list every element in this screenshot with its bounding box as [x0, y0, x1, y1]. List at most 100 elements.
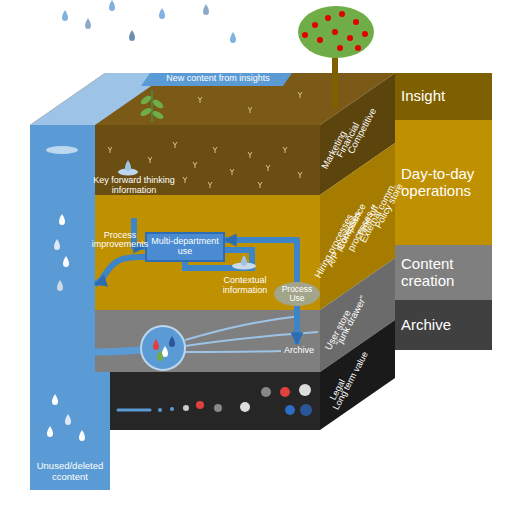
- droplet: [54, 239, 60, 250]
- apple: [337, 45, 343, 51]
- process-ellipse: Process Use: [274, 282, 320, 306]
- plant-leaf: [139, 94, 152, 106]
- plant-stem: [151, 90, 153, 122]
- raindrop: [62, 10, 68, 21]
- archive-item: [240, 402, 250, 412]
- apple: [317, 37, 323, 43]
- grass-tuft: [283, 147, 287, 153]
- grass-tuft: [298, 172, 302, 178]
- layer-band: Insight: [395, 73, 492, 120]
- plant-leaf: [151, 109, 164, 120]
- raindrop: [109, 0, 115, 11]
- plant-leaf: [151, 98, 164, 110]
- node-text: Archive: [401, 317, 451, 334]
- info-pool: Key forward thinking information: [92, 176, 176, 218]
- process-box: Multi-department use: [145, 232, 225, 262]
- puddle: [46, 146, 78, 154]
- apple: [353, 19, 359, 25]
- archive-layer: [110, 372, 320, 430]
- node-text: Key forward thinking information: [92, 176, 176, 196]
- apple: [362, 31, 368, 37]
- node-text: Process Use: [274, 285, 320, 304]
- raindrop: [129, 30, 135, 41]
- node-text: Archive: [284, 346, 314, 356]
- tube: [118, 409, 150, 412]
- content-layer: [95, 310, 320, 372]
- grass-tuft: [108, 147, 112, 153]
- water-column: [30, 125, 95, 490]
- droplet: [65, 414, 71, 425]
- raindrop: [85, 18, 91, 29]
- apple: [339, 11, 345, 17]
- archive-item: [285, 405, 295, 415]
- grass-tuft: [193, 162, 197, 168]
- grass-tuft: [213, 147, 217, 153]
- apple: [347, 35, 353, 41]
- edge-label: Process improvements: [89, 231, 151, 250]
- droplet: [241, 255, 247, 266]
- grass-tuft: [266, 165, 270, 171]
- flow-label: New content from insights: [166, 74, 270, 83]
- grass-tuft: [208, 182, 212, 188]
- archive-item: [170, 407, 174, 411]
- flow-pipe: [294, 306, 300, 344]
- tree-trunk: [332, 50, 338, 108]
- droplet: [79, 430, 85, 441]
- droplet: [125, 160, 131, 171]
- droplet: [59, 214, 65, 225]
- operations-layer: [95, 195, 320, 310]
- plant-leaf: [139, 106, 152, 117]
- raindrop: [159, 8, 165, 19]
- node-text: Insight: [401, 88, 445, 105]
- raindrop: [203, 4, 209, 15]
- node-text: Contextual information: [210, 276, 280, 296]
- grass-tuft: [173, 142, 177, 148]
- archive-outlet: Archive: [281, 344, 317, 358]
- grass-tuft: [148, 157, 152, 163]
- layer-band: Archive: [395, 300, 492, 350]
- water-column: [95, 372, 110, 490]
- droplet: [63, 256, 69, 267]
- archive-item: [158, 408, 162, 412]
- droplet: [169, 336, 175, 347]
- grass-tuft: [248, 152, 252, 158]
- droplet: [57, 280, 63, 291]
- droplet: [52, 394, 58, 405]
- archive-item: [299, 384, 311, 396]
- droplet: [47, 426, 53, 437]
- node-text: Multi-department use: [149, 237, 221, 257]
- flow-pipe: [95, 257, 145, 284]
- archive-pool: [141, 326, 185, 370]
- insight-stream: [141, 73, 292, 86]
- archive-item: [183, 405, 189, 411]
- water-column: Unused/deleted ccontent: [30, 125, 95, 490]
- grass-tuft: [183, 177, 187, 183]
- apple: [302, 32, 308, 38]
- layer-band: Day-to-day operations: [395, 120, 492, 245]
- node-text: Unused/deleted ccontent: [30, 461, 110, 482]
- grass-tuft: [258, 182, 262, 188]
- archive-item: [280, 387, 290, 397]
- archive-item: [214, 404, 222, 412]
- apple: [312, 22, 318, 28]
- node-text: Day-to-day operations: [401, 166, 486, 199]
- archive-item: [300, 404, 312, 416]
- grass-tuft: [230, 169, 234, 175]
- archive-item: [196, 401, 204, 409]
- thin-pipe: [185, 351, 281, 352]
- tree-canopy: [298, 6, 374, 58]
- info-pool: Contextual information: [210, 274, 280, 298]
- thin-pipe: [185, 316, 300, 340]
- grass-tuft: [248, 107, 252, 113]
- apple: [355, 45, 361, 51]
- node-text: Content creation: [401, 256, 486, 289]
- droplet: [162, 346, 168, 357]
- droplet: [157, 350, 163, 361]
- layer-band: Content creation: [395, 245, 492, 300]
- apple: [325, 15, 331, 21]
- droplet: [153, 339, 159, 350]
- archive-item: [261, 387, 271, 397]
- grass-tuft: [298, 92, 302, 98]
- apple: [332, 29, 338, 35]
